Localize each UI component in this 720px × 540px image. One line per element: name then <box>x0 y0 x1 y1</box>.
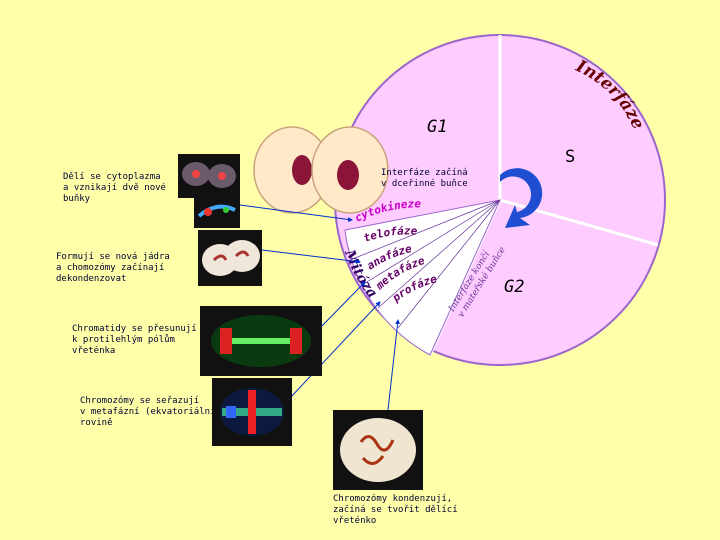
g2-label: G2 <box>504 277 524 297</box>
g1-label: G1 <box>427 117 447 137</box>
telophase-micrograph-icon <box>198 230 262 286</box>
prophase-note: Chromozómy kondenzují, začíná se tvořit … <box>333 494 458 526</box>
mitosis-wedge-rays <box>349 199 501 329</box>
anaphase-micrograph-icon <box>200 306 322 376</box>
s-label: S <box>565 147 575 167</box>
metaphase-micrograph-icon <box>212 378 292 446</box>
prophase-micrograph-icon <box>333 410 423 490</box>
anaphase-note: Chromatidy se přesunují k protilehlým pó… <box>72 324 197 356</box>
mitosis-wedge <box>344 199 501 356</box>
metaphase-note: Chromozómy se seřazují v metafázní (ekva… <box>80 396 221 428</box>
daughter-cells-icon <box>253 126 389 214</box>
cytokinesis-micrograph-2-icon <box>194 196 240 228</box>
connector-arrows <box>239 204 401 411</box>
s-phase-arrow-icon <box>500 168 543 228</box>
telophase-note: Formují se nová jádra a chomozómy začína… <box>56 252 170 284</box>
cytokinesis-micrograph-icon <box>178 154 240 198</box>
cytokinesis-note: Dělí se cytoplazma a vznikají dvě nové b… <box>63 172 166 204</box>
interphase-start-note: Interfáze začíná v dceřinné buňce <box>381 168 468 189</box>
